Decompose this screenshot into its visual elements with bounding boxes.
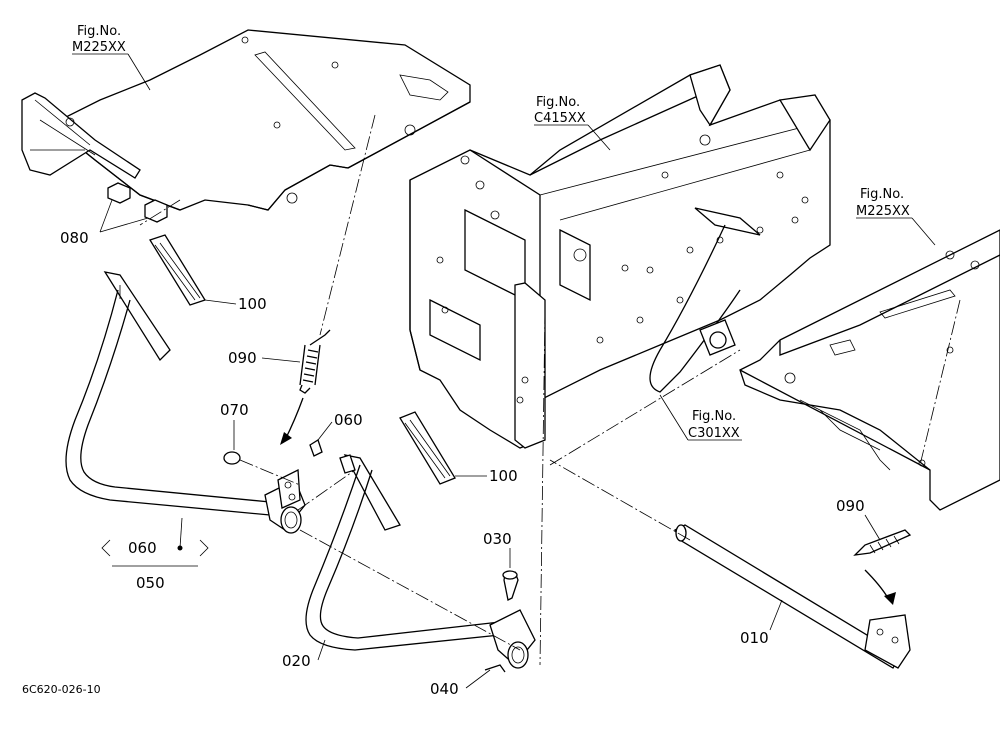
drawing-code: 6C620-026-10 <box>22 683 101 696</box>
fig-ref-code: M225XX <box>856 204 910 219</box>
part-number-060: 060 <box>334 411 363 429</box>
part-number-060-kit: 060 <box>128 539 157 557</box>
left-pedal-pad <box>149 234 206 306</box>
part-callouts: 080 100 090 070 060 100 030 060 050 020 … <box>22 229 881 698</box>
center-lines <box>119 114 961 666</box>
left-pedal-assembly <box>65 271 306 534</box>
fig-ref-code: C301XX <box>688 426 740 441</box>
part-number-070: 070 <box>220 401 249 419</box>
part-number-010: 010 <box>740 629 769 647</box>
part-number-090-right: 090 <box>836 497 865 515</box>
part-number-090-left: 090 <box>228 349 257 367</box>
fig-ref-label: Fig.No. <box>860 187 904 202</box>
part-number-040: 040 <box>430 680 459 698</box>
fig-ref-label: Fig.No. <box>77 24 121 39</box>
mounted-pedal <box>649 207 761 393</box>
part-number-020: 020 <box>282 652 311 670</box>
right-step-platform <box>739 229 1000 511</box>
return-spring-left <box>299 329 331 394</box>
fig-ref-code: M225XX <box>72 40 126 55</box>
fig-ref-label: Fig.No. <box>536 95 580 110</box>
rubber-pads <box>99 182 168 233</box>
part-number-100-right: 100 <box>489 467 518 485</box>
pedal-shaft <box>674 524 911 669</box>
right-pedal-assembly <box>305 454 536 669</box>
center-frame <box>409 64 831 449</box>
fig-ref-label: Fig.No. <box>692 409 736 424</box>
fig-ref-c415xx: Fig.No. C415XX <box>534 95 611 151</box>
part-number-050: 050 <box>136 574 165 592</box>
fig-ref-code: C415XX <box>534 111 586 126</box>
right-pedal-pad <box>399 411 456 485</box>
fig-ref-m225xx-left: Fig.No. M225XX <box>72 24 151 91</box>
assembly-arrows <box>280 397 896 605</box>
fig-ref-m225xx-right: Fig.No. M225XX <box>856 187 936 246</box>
small-hardware <box>223 439 519 673</box>
fig-ref-c301xx: Fig.No. C301XX <box>659 394 742 441</box>
part-number-080: 080 <box>60 229 89 247</box>
part-number-030: 030 <box>483 530 512 548</box>
return-spring-right <box>853 529 912 556</box>
left-step-platform <box>21 29 471 211</box>
part-number-100-left: 100 <box>238 295 267 313</box>
